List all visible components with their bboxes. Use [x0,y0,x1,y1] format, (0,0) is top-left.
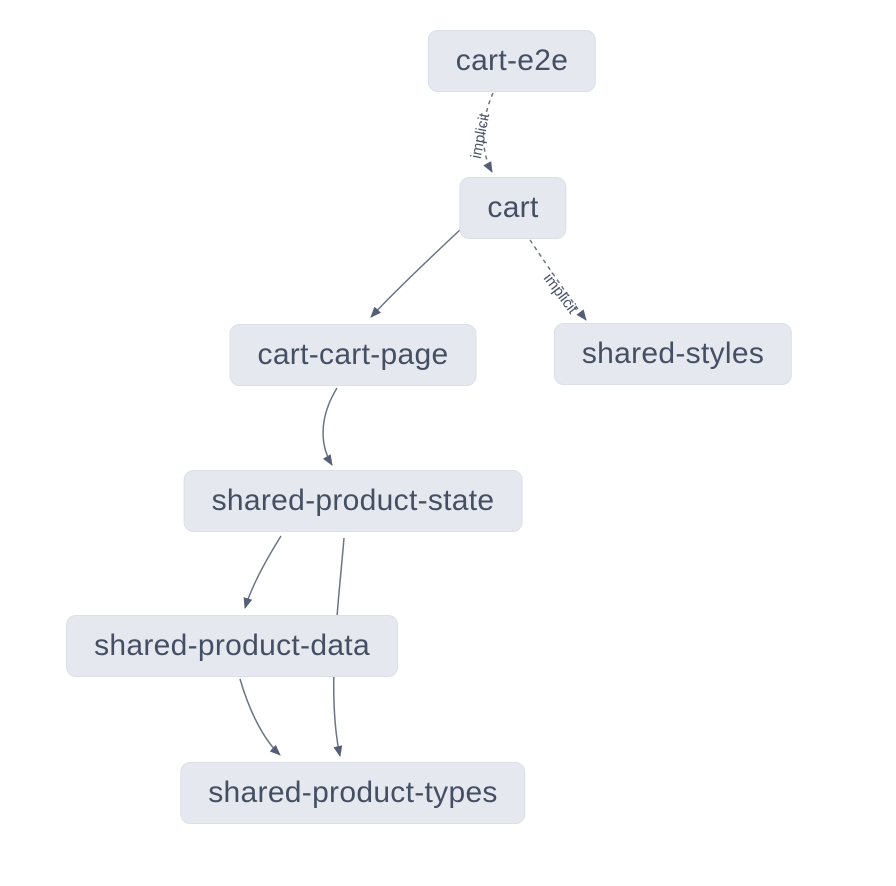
graph-node-cart-e2e[interactable]: cart-e2e [427,30,597,92]
edge-shared-product-state-to-shared-product-data [243,535,282,609]
graph-node-shared-product-data[interactable]: shared-product-data [66,615,398,677]
graph-node-shared-styles[interactable]: shared-styles [553,323,793,385]
graph-node-cart-cart-page[interactable]: cart-cart-page [229,324,477,386]
graph-node-cart[interactable]: cart [459,177,567,239]
edge-shared-product-data-to-shared-product-types [239,678,281,756]
edge-cart-to-shared-styles [529,239,587,321]
edge-cart-to-cart-cart-page [370,227,463,318]
edge-cart-cart-page-to-shared-product-state [322,387,338,466]
edge-label-implicit-cart-e2e: implicit [468,111,494,160]
graph-node-shared-product-types[interactable]: shared-product-types [180,762,526,824]
edge-label-implicit-shared-styles: implicit [540,270,582,318]
edge-cart-e2e-to-cart [482,92,494,173]
graph-node-shared-product-state[interactable]: shared-product-state [183,470,523,532]
